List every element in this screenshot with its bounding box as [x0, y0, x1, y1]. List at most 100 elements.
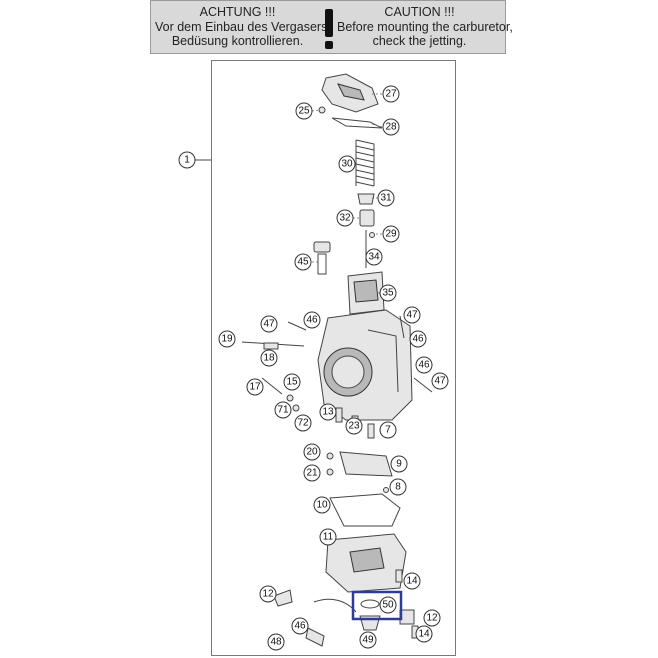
callout-10: 10: [313, 496, 331, 514]
callout-7-label: 7: [385, 425, 391, 436]
callout-14b-label: 14: [418, 629, 430, 640]
callout-47b-label: 47: [406, 310, 418, 321]
callout-27-label: 27: [385, 89, 397, 100]
warning-english-line1: Before mounting the carburetor,: [337, 19, 513, 34]
warning-german-line1: Vor dem Einbau des Vergasers,: [155, 19, 331, 34]
pin-20: [326, 452, 334, 460]
callout-15: 15: [283, 373, 301, 391]
side-screw-47a: [287, 321, 307, 331]
highlight-box: [351, 590, 403, 621]
callout-48-label: 48: [270, 637, 282, 648]
callout-15-label: 15: [286, 377, 298, 388]
callout-14b: 14: [415, 625, 433, 643]
callout-46d-label: 46: [294, 621, 306, 632]
callout-45: 45: [294, 253, 312, 271]
exclamation-icon: [325, 9, 333, 49]
warning-english-title: CAUTION !!!: [384, 5, 455, 19]
callout-47a: 47: [260, 315, 278, 333]
callout-1-label: 1: [184, 155, 190, 166]
callout-47a-label: 47: [263, 319, 275, 330]
callout-12b-label: 12: [426, 613, 438, 624]
drain-12a: [273, 589, 293, 607]
callout-17: 17: [246, 378, 264, 396]
oring-15: [286, 394, 294, 402]
idle-screw-part: [313, 241, 331, 275]
callout-30-label: 30: [341, 159, 353, 170]
callout-25-label: 25: [298, 106, 310, 117]
callout-12b: 12: [423, 609, 441, 627]
callout-47b: 47: [403, 306, 421, 324]
callout-47c: 47: [431, 372, 449, 390]
callout-34: 34: [365, 248, 383, 266]
callout-9-label: 9: [396, 459, 402, 470]
side-screw-47b: [399, 315, 405, 339]
callout-35: 35: [379, 284, 397, 302]
callout-1: 1: [178, 151, 196, 169]
pin-21: [326, 468, 334, 476]
callout-46b: 46: [409, 330, 427, 348]
callout-29-label: 29: [385, 229, 397, 240]
callout-13: 13: [319, 403, 337, 421]
callout-46a: 46: [303, 311, 321, 329]
callout-19: 19: [218, 330, 236, 348]
callout-49-label: 49: [362, 635, 374, 646]
callout-46a-label: 46: [306, 315, 318, 326]
float-bowl: [325, 533, 407, 593]
callout-20-label: 20: [306, 447, 318, 458]
callout-21-label: 21: [306, 468, 318, 479]
callout-48: 48: [267, 633, 285, 651]
callout-31-label: 31: [380, 193, 392, 204]
callout-71-label: 71: [277, 405, 289, 416]
callout-7: 7: [379, 421, 397, 439]
callout-11-label: 11: [323, 532, 334, 543]
gasket-part: [331, 117, 383, 129]
jet-13: [335, 407, 343, 423]
callout-35-label: 35: [382, 288, 394, 299]
callout-19-label: 19: [221, 334, 233, 345]
callout-45-label: 45: [297, 257, 309, 268]
needle-clip-part: [359, 209, 375, 227]
callout-11: 11: [319, 528, 337, 546]
overflow-hose: [313, 598, 357, 613]
callout-8-label: 8: [395, 482, 401, 493]
callout-18-label: 18: [263, 353, 275, 364]
callout-72: 72: [294, 414, 312, 432]
jet-7: [367, 423, 375, 439]
callout-34-label: 34: [368, 252, 380, 263]
side-screw-47c: [413, 377, 433, 393]
callout-20: 20: [303, 443, 321, 461]
oring-50: [360, 599, 380, 609]
screw-14a: [395, 569, 403, 583]
callout-71: 71: [274, 401, 292, 419]
washer-71: [292, 404, 300, 412]
callout-28: 28: [382, 118, 400, 136]
callout-46c: 46: [415, 356, 433, 374]
callout-28-label: 28: [385, 122, 397, 133]
callout-10-label: 10: [316, 500, 328, 511]
callout-23-label: 23: [348, 421, 360, 432]
callout-17-label: 17: [249, 382, 261, 393]
warning-german-title: ACHTUNG !!!: [199, 5, 276, 19]
callout-9: 9: [390, 455, 408, 473]
callout-14a-label: 14: [406, 576, 418, 587]
oring-8: [383, 487, 389, 493]
callout-18: 18: [260, 349, 278, 367]
float-bowl-gasket: [329, 493, 401, 527]
carburetor-body: [317, 309, 413, 421]
callout-72-label: 72: [297, 418, 309, 429]
warning-box: ACHTUNG !!! Vor dem Einbau des Vergasers…: [150, 0, 513, 54]
assembly-frame: [211, 60, 456, 656]
hose-48-part: [305, 627, 325, 647]
callout-8: 8: [389, 478, 407, 496]
callout-49: 49: [359, 631, 377, 649]
callout-29: 29: [382, 225, 400, 243]
callout-46d: 46: [291, 617, 309, 635]
spring-18: [263, 342, 279, 350]
warning-english: CAUTION !!! Before mounting the carburet…: [337, 5, 513, 49]
spring-seat-part: [357, 193, 375, 205]
float-part: [339, 451, 393, 477]
throttle-spring: [355, 139, 375, 187]
callout-23: 23: [345, 417, 363, 435]
callout-13-label: 13: [322, 407, 334, 418]
